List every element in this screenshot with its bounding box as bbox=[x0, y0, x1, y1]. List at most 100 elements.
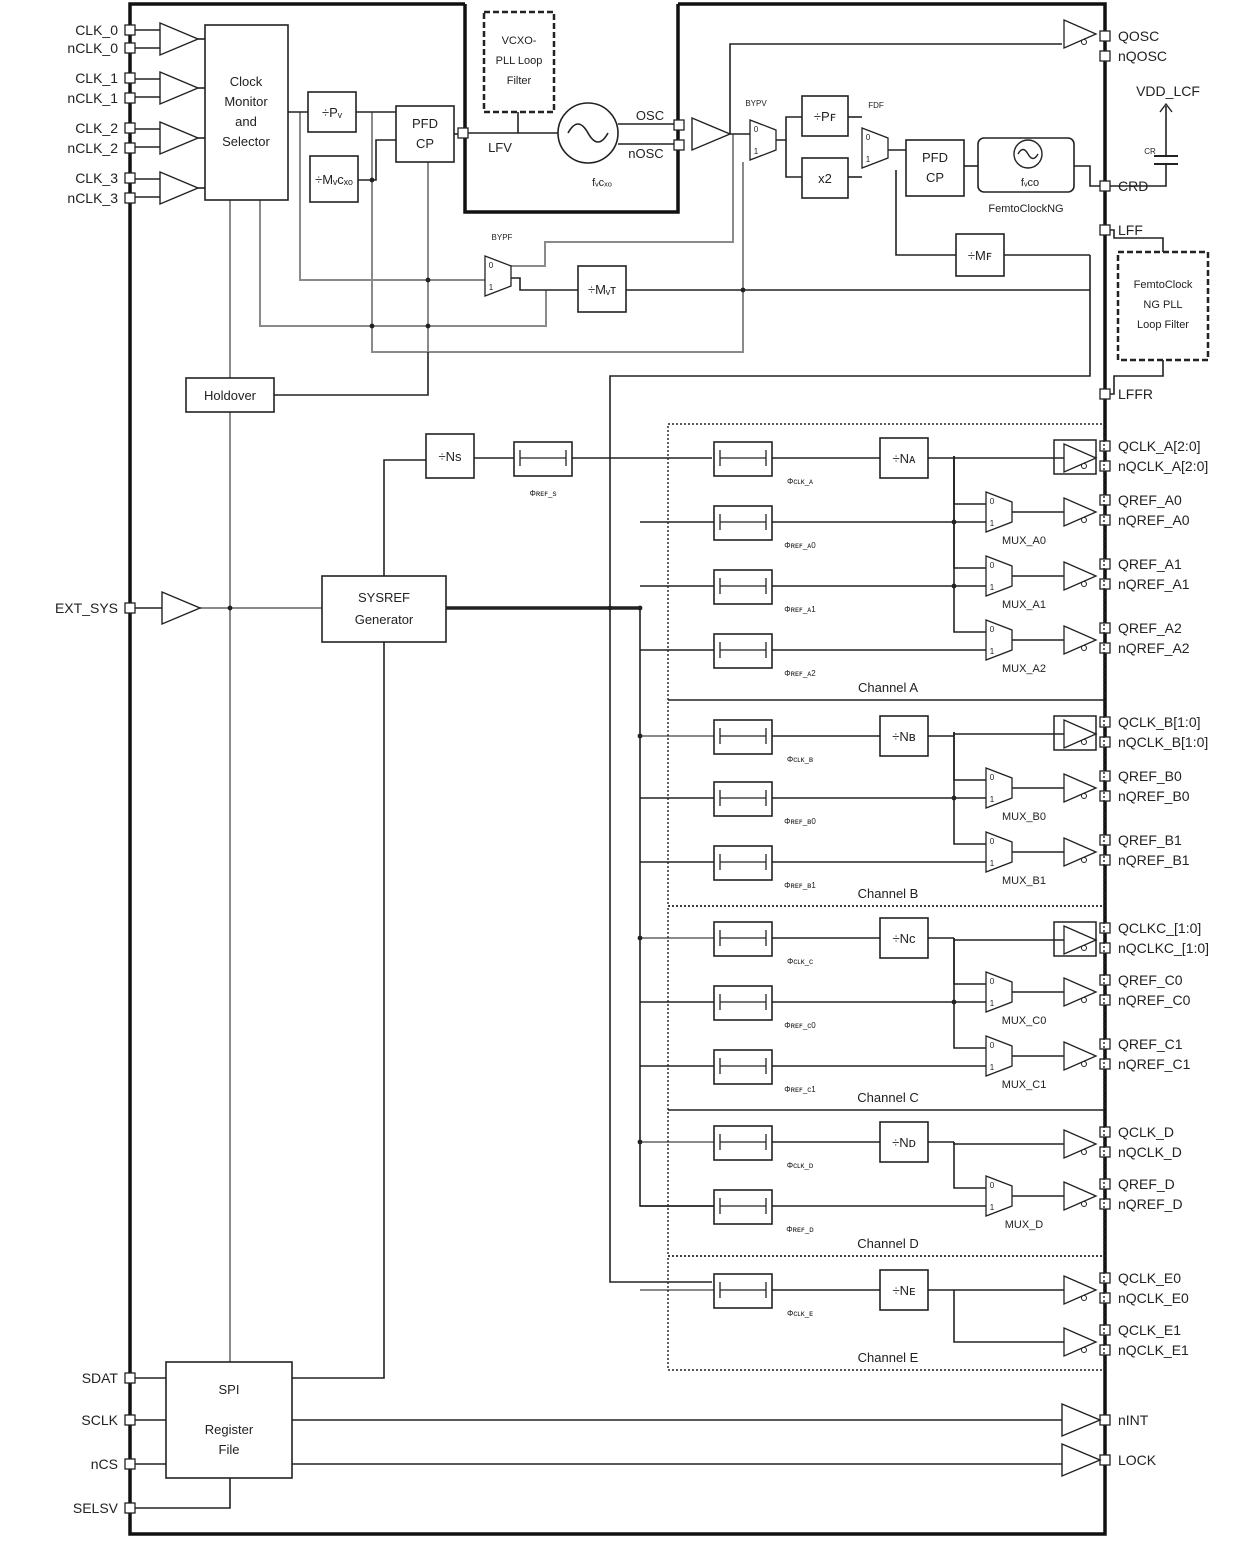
clock-output-driver-icon bbox=[1063, 443, 1098, 473]
wire bbox=[953, 732, 986, 781]
pin-pad bbox=[124, 42, 136, 54]
junction-dot bbox=[637, 1139, 643, 1145]
pin-pad bbox=[1099, 494, 1111, 506]
pin-label-right: QREF_D bbox=[1118, 1176, 1175, 1192]
pin-label-right: QCLKC_[1:0] bbox=[1118, 920, 1201, 936]
output-mux-icon bbox=[985, 971, 1013, 1013]
junction-dot bbox=[951, 795, 957, 801]
junction-dot bbox=[425, 277, 431, 283]
vcxo-loop-filter-label: Filter bbox=[507, 75, 532, 87]
phase-delay-block bbox=[713, 569, 773, 605]
pin-label-right: CRD bbox=[1118, 178, 1148, 194]
mux-input-label: 1 bbox=[990, 795, 995, 804]
femto-loop-filter-block bbox=[1116, 250, 1210, 362]
lfv-pad bbox=[457, 127, 469, 139]
pin-pad bbox=[1099, 736, 1111, 748]
pfd-cp-2-label: PFD bbox=[922, 150, 948, 165]
divider-mvt-label: ÷Mᵥᴛ bbox=[588, 282, 616, 297]
pin-label-right: QCLK_E1 bbox=[1118, 1322, 1181, 1338]
wire bbox=[953, 1142, 986, 1189]
inverter-bubble bbox=[1081, 581, 1087, 587]
osc-label: OSC bbox=[636, 108, 664, 123]
phase-delay-block bbox=[713, 921, 773, 957]
vdd-arrow-icon bbox=[1159, 102, 1173, 113]
clock-monitor-label: Selector bbox=[222, 134, 270, 149]
output-driver-icon bbox=[1063, 837, 1098, 867]
pin-pad bbox=[1099, 1198, 1111, 1210]
wire bbox=[785, 140, 802, 178]
mux-input-label: 1 bbox=[990, 1203, 995, 1212]
junction-dot bbox=[227, 605, 233, 611]
wire bbox=[953, 938, 1064, 941]
divider-pf-label: ÷Pꜰ bbox=[814, 109, 836, 124]
fdf-label: FDF bbox=[868, 101, 884, 110]
wire bbox=[135, 1478, 231, 1509]
mux-input-label: 1 bbox=[489, 283, 494, 292]
pin-pad bbox=[1099, 224, 1111, 236]
divider-ns-label: ÷Ns bbox=[438, 449, 462, 464]
divider-pf-block bbox=[801, 95, 849, 137]
pin-label-right: nQCLK_E0 bbox=[1118, 1290, 1189, 1306]
spi-register-file-block bbox=[165, 1361, 293, 1479]
pin-pad bbox=[1099, 1126, 1111, 1138]
pin-label-right: nQCLKC_[1:0] bbox=[1118, 940, 1209, 956]
output-mux-icon bbox=[985, 767, 1013, 809]
bypv-mux-icon bbox=[749, 119, 777, 161]
pin-pad bbox=[1099, 716, 1111, 728]
clock-output-driver-icon bbox=[1063, 925, 1098, 955]
phase-delay-label: Φʀᴇꜰ_ʙ0 bbox=[784, 817, 816, 826]
phase-delay-block bbox=[713, 719, 773, 755]
phase-delay-label: Φʀᴇꜰ_ᴀ1 bbox=[784, 605, 816, 614]
mux-label: MUX_C0 bbox=[1002, 1015, 1047, 1027]
output-driver-icon bbox=[1063, 1041, 1098, 1071]
input-buffer-icon bbox=[159, 170, 200, 206]
pin-label-right: nQREF_A0 bbox=[1118, 512, 1190, 528]
pin-pad bbox=[1099, 790, 1111, 802]
wire bbox=[299, 112, 485, 281]
pin-pad bbox=[1099, 1272, 1111, 1284]
pin-pad bbox=[1099, 440, 1111, 452]
phase-delay-label: Φᴄʟᴋ_ᴄ bbox=[787, 957, 813, 966]
mux-label: MUX_C1 bbox=[1002, 1079, 1047, 1091]
pin-pad bbox=[124, 92, 136, 104]
pin-pad bbox=[1099, 388, 1111, 400]
x2-label: x2 bbox=[818, 171, 832, 186]
vcxo-loop-filter-block bbox=[482, 10, 556, 114]
inverter-bubble bbox=[1081, 1201, 1087, 1207]
phase-delay-block bbox=[713, 1273, 773, 1309]
shapes bbox=[124, 2, 1210, 1536]
pin-label-right: QREF_C0 bbox=[1118, 972, 1183, 988]
output-driver-icon bbox=[1063, 497, 1098, 527]
pin-label-right: LFF bbox=[1118, 222, 1143, 238]
channel-divider-block bbox=[879, 437, 929, 479]
phase-delay-label: Φʀᴇꜰ_ᴄ0 bbox=[784, 1021, 816, 1030]
bypf-label: BYPF bbox=[492, 233, 513, 242]
inverter-bubble bbox=[1081, 739, 1087, 745]
mux-input-label: 1 bbox=[866, 155, 871, 164]
junction-dot bbox=[637, 733, 643, 739]
pin-label-right: nINT bbox=[1118, 1412, 1149, 1428]
nosc-label: nOSC bbox=[628, 146, 663, 161]
pin-label-left: nCLK_1 bbox=[67, 90, 118, 106]
phase-delay-block bbox=[713, 845, 773, 881]
output-mux-icon bbox=[985, 555, 1013, 597]
bypf-mux-icon bbox=[484, 255, 512, 297]
clock-monitor-label: Monitor bbox=[224, 94, 268, 109]
wire bbox=[1110, 164, 1167, 187]
pfd-cp-1-label: PFD bbox=[412, 116, 438, 131]
wire bbox=[371, 112, 744, 353]
phase-delay-block bbox=[713, 505, 773, 541]
vcxo-loop-filter-label: PLL Loop bbox=[496, 55, 543, 67]
pin-pad bbox=[1099, 974, 1111, 986]
wire bbox=[511, 277, 578, 291]
pfd-cp-2-block bbox=[905, 139, 965, 197]
divider-mf-block bbox=[955, 233, 1005, 277]
pin-pad bbox=[1099, 558, 1111, 570]
qosc-driver-icon bbox=[1063, 19, 1098, 49]
phase-delay-block bbox=[713, 1189, 773, 1225]
wire bbox=[953, 1142, 1064, 1145]
pin-label-right: nQREF_A2 bbox=[1118, 640, 1190, 656]
junction-dot bbox=[369, 323, 375, 329]
ext-sys-buffer-icon bbox=[161, 590, 202, 626]
fvco-label: fᵥco bbox=[1021, 177, 1039, 189]
